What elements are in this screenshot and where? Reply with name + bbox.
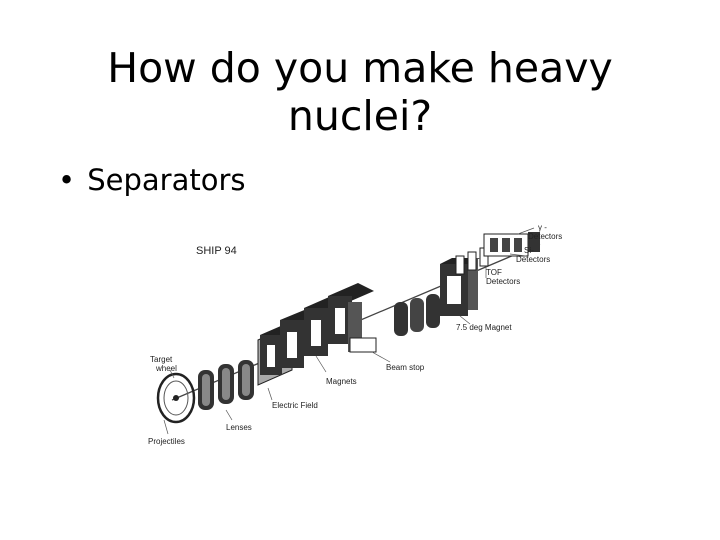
tof-label-2: Detectors	[486, 277, 520, 286]
slide-title: How do you make heavy nuclei?	[0, 44, 720, 140]
beam-stop-label: Beam stop	[386, 363, 425, 372]
bullet-item: • Separators	[58, 160, 246, 200]
lenses-2	[394, 294, 440, 336]
magnets-label: Magnets	[326, 377, 357, 386]
magnet-7-5-label: 7.5 deg Magnet	[456, 323, 512, 332]
leader-lines	[163, 227, 535, 435]
target-label-2: wheel	[155, 364, 177, 373]
si-detectors-label-2: Detectors	[516, 255, 550, 264]
tof-detectors	[455, 247, 489, 275]
magnets	[260, 283, 374, 375]
electric-field-label: Electric Field	[272, 401, 318, 410]
separator-diagram: SHIP 94	[148, 223, 562, 446]
gamma-detectors-label-2: Detectors	[528, 232, 562, 241]
bullet-marker: •	[58, 163, 76, 197]
lenses-label: Lenses	[226, 423, 252, 432]
gamma-detectors-label-1: γ -	[538, 223, 547, 232]
lenses	[198, 360, 254, 410]
beam-stop	[349, 337, 377, 353]
tof-label-1: TOF	[486, 268, 502, 277]
bullet-text: Separators	[87, 163, 246, 197]
title-line-2: nuclei?	[287, 92, 433, 140]
title-line-1: How do you make heavy	[107, 44, 613, 92]
diagram-heading: SHIP 94	[196, 245, 237, 257]
target-label-1: Target	[150, 355, 173, 364]
target-wheel	[156, 372, 196, 424]
si-gamma-detectors	[483, 232, 540, 257]
projectiles-label: Projectiles	[148, 437, 185, 446]
si-detectors-label-1: Si-	[524, 246, 534, 255]
